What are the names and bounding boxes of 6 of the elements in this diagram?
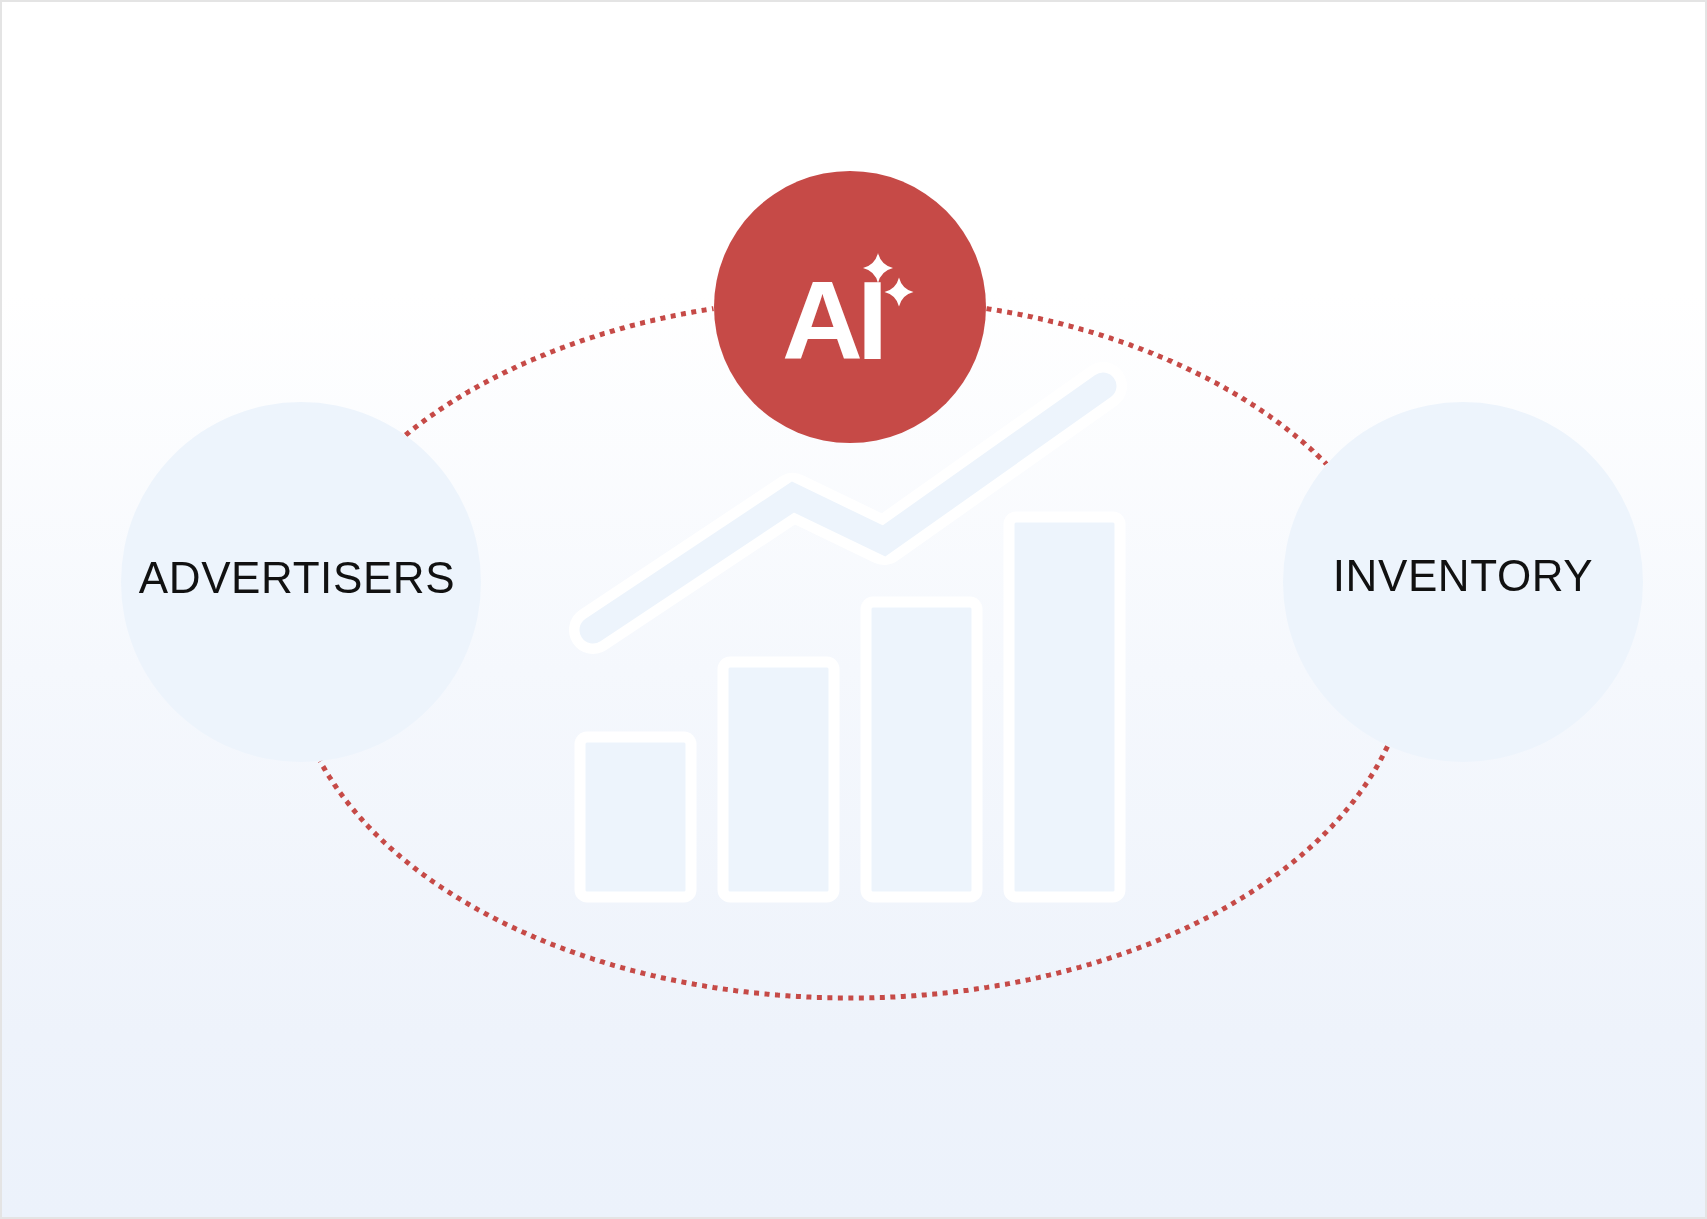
node-label: ADVERTISERS [138, 556, 456, 600]
node-label: INVENTORY [1332, 554, 1594, 598]
dotted-connector [984, 306, 1329, 467]
dotted-connector [317, 744, 1390, 1001]
dotted-connector [403, 306, 716, 438]
ai-label: AI [782, 265, 882, 377]
